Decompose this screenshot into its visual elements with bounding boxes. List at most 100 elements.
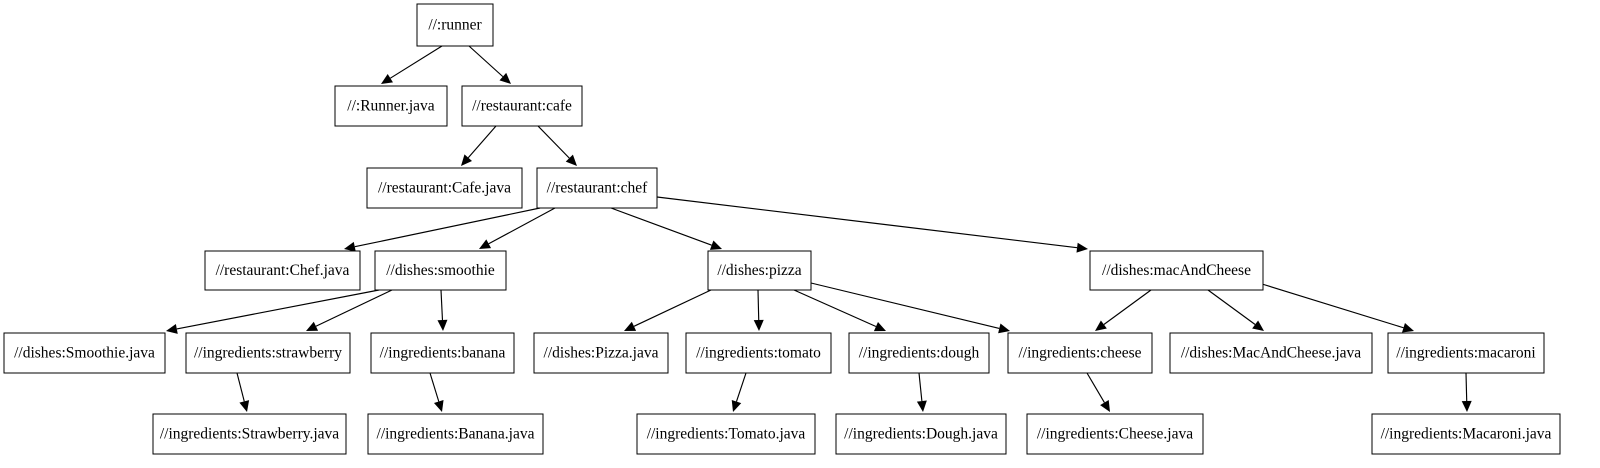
edge-arrowhead	[709, 240, 722, 250]
graph-node-ing_cheese[interactable]: //ingredients:cheese	[1007, 332, 1153, 374]
graph-edge	[916, 372, 927, 412]
node-label: //ingredients:Tomato.java	[647, 426, 806, 443]
node-label: //restaurant:cafe	[472, 98, 572, 115]
graph-node-mac_java[interactable]: //dishes:MacAndCheese.java	[1169, 332, 1373, 374]
node-box[interactable]	[1007, 332, 1153, 374]
node-box[interactable]	[707, 250, 812, 291]
node-label: //dishes:pizza	[717, 262, 801, 279]
graph-node-restaurant_chef[interactable]: //restaurant:chef	[536, 167, 658, 209]
node-box[interactable]	[1371, 413, 1561, 455]
edge-line	[1103, 289, 1152, 325]
edge-line	[633, 289, 712, 327]
edge-line	[390, 45, 443, 79]
graph-node-dishes_pizza[interactable]: //dishes:pizza	[707, 250, 812, 291]
node-label: //dishes:smoothie	[386, 262, 495, 279]
edge-arrowhead	[1252, 320, 1264, 331]
edge-line	[315, 289, 393, 327]
graph-node-cheese_java[interactable]: //ingredients:Cheese.java	[1026, 413, 1204, 455]
node-box[interactable]	[1089, 250, 1264, 291]
graph-edge	[236, 372, 250, 412]
edge-arrowhead	[433, 400, 444, 412]
node-label: //restaurant:chef	[547, 180, 649, 197]
node-box[interactable]	[3, 332, 166, 374]
graph-node-dough_java[interactable]: //ingredients:Dough.java	[835, 413, 1007, 455]
node-box[interactable]	[366, 167, 523, 209]
edge-line	[757, 289, 760, 321]
graph-edge	[793, 289, 886, 332]
edges-layer	[166, 45, 1472, 412]
graph-edge	[306, 289, 393, 331]
edge-arrowhead	[998, 323, 1010, 334]
node-box[interactable]	[152, 413, 347, 455]
node-box[interactable]	[536, 167, 658, 209]
edge-line	[735, 372, 747, 402]
node-box[interactable]	[1387, 332, 1545, 374]
node-label: //dishes:Pizza.java	[544, 345, 659, 362]
graph-node-restaurant_cafe[interactable]: //restaurant:cafe	[461, 85, 583, 127]
graph-node-ing_banana[interactable]: //ingredients:banana	[370, 332, 515, 374]
graph-node-ing_macaroni[interactable]: //ingredients:macaroni	[1387, 332, 1545, 374]
node-box[interactable]	[185, 332, 351, 374]
node-box[interactable]	[461, 85, 583, 127]
node-label: //ingredients:cheese	[1018, 345, 1141, 362]
edge-arrowhead	[624, 321, 637, 331]
graph-node-dishes_mac[interactable]: //dishes:macAndCheese	[1089, 250, 1264, 291]
graph-edge	[1086, 372, 1110, 412]
graph-node-ing_dough[interactable]: //ingredients:dough	[848, 332, 990, 374]
graph-node-smoothie_java[interactable]: //dishes:Smoothie.java	[3, 332, 166, 374]
graph-node-banana_java[interactable]: //ingredients:Banana.java	[367, 413, 544, 455]
graph-edge	[166, 289, 380, 334]
edge-arrowhead	[1402, 322, 1414, 333]
graph-edge	[656, 196, 1088, 253]
edge-line	[236, 372, 245, 402]
graph-node-tomato_java[interactable]: //ingredients:Tomato.java	[636, 413, 816, 455]
graph-edge	[429, 372, 444, 412]
node-label: //:runner	[428, 17, 482, 34]
graph-node-runner_java[interactable]: //:Runner.java	[334, 85, 448, 127]
node-box[interactable]	[1169, 332, 1373, 374]
graph-node-strawberry_java[interactable]: //ingredients:Strawberry.java	[152, 413, 347, 455]
graph-node-runner[interactable]: //:runner	[416, 3, 494, 47]
node-box[interactable]	[334, 85, 448, 127]
graph-edge	[610, 207, 722, 250]
node-box[interactable]	[848, 332, 990, 374]
edge-arrowhead	[1461, 400, 1472, 412]
edge-line	[537, 125, 570, 159]
graph-node-ing_strawberry[interactable]: //ingredients:strawberry	[185, 332, 351, 374]
edge-line	[1465, 372, 1468, 402]
edge-arrowhead	[479, 239, 492, 249]
nodes-layer: //:runner //:Runner.java //restaurant:cafe…	[3, 3, 1561, 455]
graph-node-pizza_java[interactable]: //dishes:Pizza.java	[533, 332, 669, 374]
node-box[interactable]	[374, 250, 507, 291]
edge-line	[1207, 289, 1256, 325]
node-box[interactable]	[367, 413, 544, 455]
node-label: //ingredients:Strawberry.java	[160, 426, 339, 443]
node-label: //ingredients:macaroni	[1396, 345, 1536, 362]
node-box[interactable]	[1026, 413, 1204, 455]
edge-line	[1261, 283, 1404, 329]
node-box[interactable]	[685, 332, 832, 374]
node-label: //:Runner.java	[347, 98, 435, 115]
graph-node-macaroni_java[interactable]: //ingredients:Macaroni.java	[1371, 413, 1561, 455]
node-label: //restaurant:Cafe.java	[378, 180, 511, 197]
graph-node-ing_tomato[interactable]: //ingredients:tomato	[685, 332, 832, 374]
node-label: //ingredients:Dough.java	[844, 426, 998, 443]
edge-arrowhead	[753, 319, 764, 331]
graph-edge	[479, 207, 556, 249]
node-box[interactable]	[636, 413, 816, 455]
graph-node-chef_java[interactable]: //restaurant:Chef.java	[204, 250, 361, 291]
node-box[interactable]	[416, 3, 494, 47]
node-box[interactable]	[835, 413, 1007, 455]
edge-line	[440, 289, 444, 321]
edge-line	[468, 45, 504, 78]
graph-node-cafe_java[interactable]: //restaurant:Cafe.java	[366, 167, 523, 209]
graph-node-dishes_smoothie[interactable]: //dishes:smoothie	[374, 250, 507, 291]
graph-edge	[1461, 372, 1472, 412]
graph-edge	[437, 289, 448, 331]
node-box[interactable]	[204, 250, 361, 291]
node-box[interactable]	[370, 332, 515, 374]
edge-line	[488, 207, 556, 245]
node-label: //dishes:Smoothie.java	[14, 345, 155, 362]
node-box[interactable]	[533, 332, 669, 374]
